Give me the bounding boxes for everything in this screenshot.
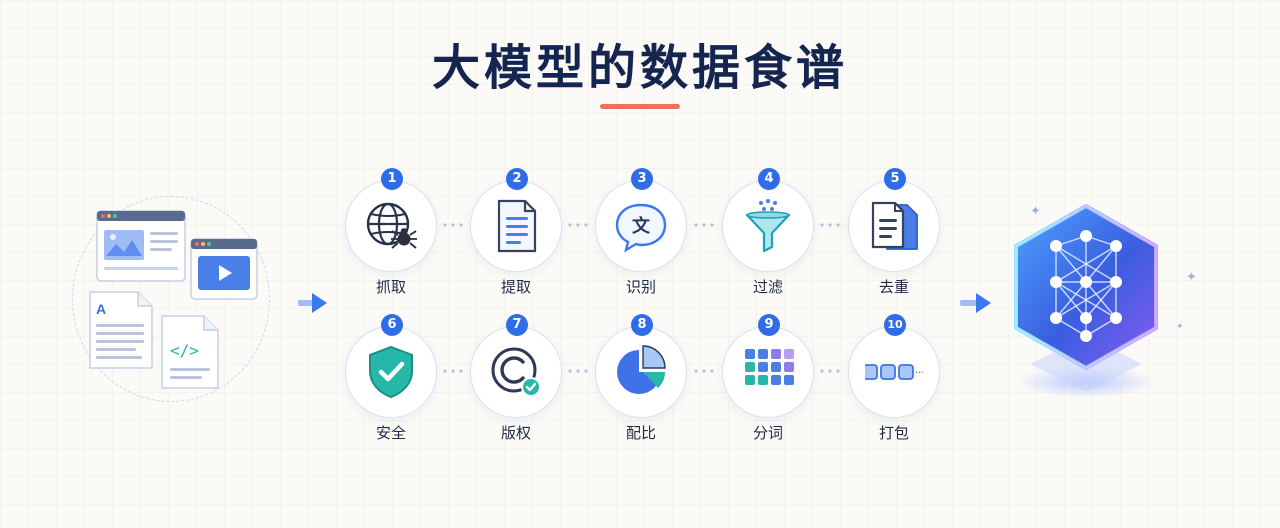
bubble-glyph: 文 [632, 215, 651, 237]
source-cluster-outline [72, 196, 270, 402]
connector-dots [566, 223, 590, 227]
step-number-badge: 2 [506, 168, 528, 190]
step-ring [470, 326, 562, 418]
arrow-right-icon [960, 293, 991, 313]
step-label: 过滤 [752, 278, 783, 296]
step-label: 识别 [625, 278, 656, 296]
sparkle-icon: ✦ [1030, 204, 1041, 219]
step-ring [722, 326, 814, 418]
arrow-right-icon [298, 293, 327, 313]
code-file-icon: </> [161, 315, 219, 389]
step-number-badge: 4 [758, 168, 780, 190]
funnel-icon [745, 199, 791, 253]
step-ring [595, 180, 687, 272]
step-number-badge: 1 [381, 168, 403, 190]
step-label: 去重 [878, 278, 909, 296]
connector-dots [818, 369, 842, 373]
connector-dots [441, 369, 465, 373]
step-number-badge: 7 [506, 314, 528, 336]
connector-dots [692, 223, 716, 227]
step-number-badge: 9 [758, 314, 780, 336]
step-ring [722, 180, 814, 272]
webpage-image-icon [96, 210, 186, 282]
title-underline [600, 104, 680, 109]
step-label: 分词 [752, 424, 783, 442]
step-label: 抓取 [375, 278, 406, 296]
step-ring [345, 180, 437, 272]
step-number-badge: 8 [631, 314, 653, 336]
text-document-icon: A [89, 291, 153, 369]
step-label: 版权 [500, 424, 531, 442]
copyright-icon [491, 347, 541, 397]
step-number-badge: 10 [884, 314, 906, 336]
token-grid-icon [745, 349, 794, 385]
connector-dots [566, 369, 590, 373]
document-icon [497, 199, 537, 253]
connector-dots [441, 223, 465, 227]
step-label: 安全 [375, 424, 406, 442]
pie-chart-icon [617, 345, 666, 394]
language-bubble-icon: 文 [615, 203, 667, 253]
page-title: 大模型的数据食谱 [431, 40, 848, 96]
step-label: 配比 [625, 424, 656, 442]
step-label: 打包 [878, 424, 909, 442]
step-number-badge: 3 [631, 168, 653, 190]
token-sequence-icon: ··· [865, 364, 923, 380]
step-number-badge: 5 [884, 168, 906, 190]
shield-check-icon [369, 345, 413, 399]
video-window-icon [190, 238, 258, 300]
model-cube [1000, 196, 1180, 416]
connector-dots [692, 369, 716, 373]
neural-cube-icon [1014, 204, 1158, 398]
duplicate-documents-icon [871, 201, 918, 250]
sparkle-icon: ✦ [1176, 322, 1184, 332]
step-number-badge: 6 [381, 314, 403, 336]
ellipsis-glyph: ··· [915, 368, 923, 379]
text-doc-glyph: A [96, 301, 106, 317]
step-label: 提取 [500, 278, 531, 296]
globe-spider-icon [366, 202, 417, 249]
connector-dots [818, 223, 842, 227]
code-glyph: </> [170, 341, 199, 360]
sparkle-icon: ✦ [1186, 270, 1197, 285]
